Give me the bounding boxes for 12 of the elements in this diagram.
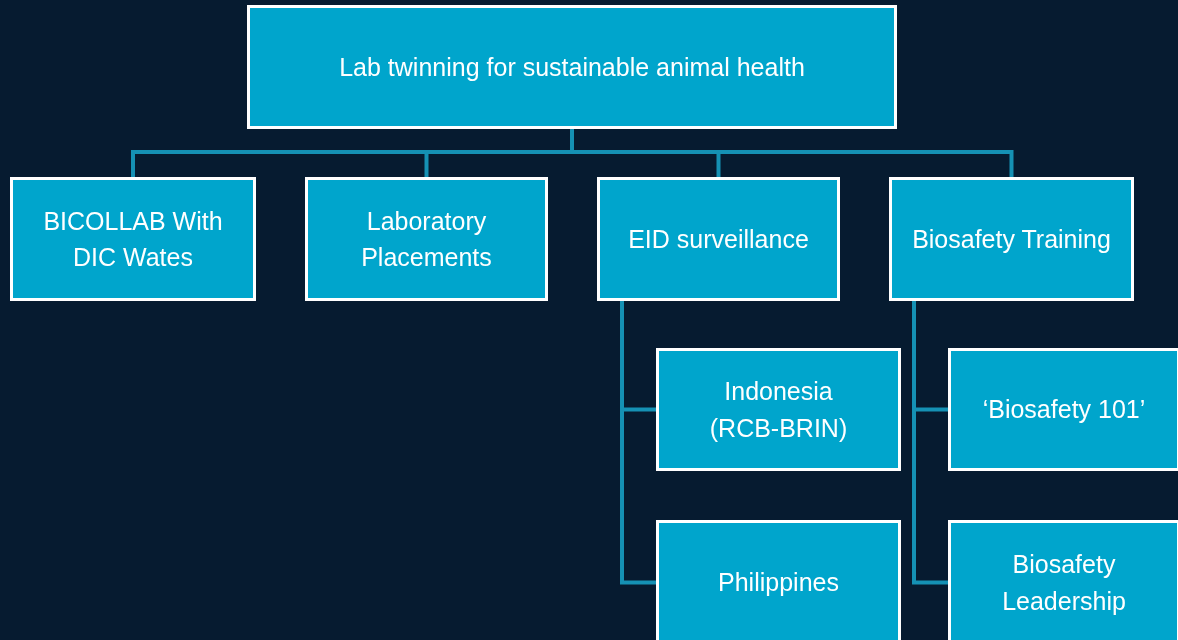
org-box: Biosafety Training <box>889 177 1134 301</box>
org-box: BICOLLAB With DIC Wates <box>10 177 256 301</box>
org-box: Laboratory Placements <box>305 177 548 301</box>
connector-line <box>570 129 1014 177</box>
org-box: ‘Biosafety 101’ <box>948 348 1178 471</box>
connector-line <box>912 301 948 585</box>
org-box: Philippines <box>656 520 901 640</box>
org-box: Lab twinning for sustainable animal health <box>247 5 897 129</box>
connector-line <box>620 301 656 585</box>
org-box: EID surveillance <box>597 177 840 301</box>
org-box: Indonesia (RCB-BRIN) <box>656 348 901 471</box>
org-box: Biosafety Leadership <box>948 520 1178 640</box>
